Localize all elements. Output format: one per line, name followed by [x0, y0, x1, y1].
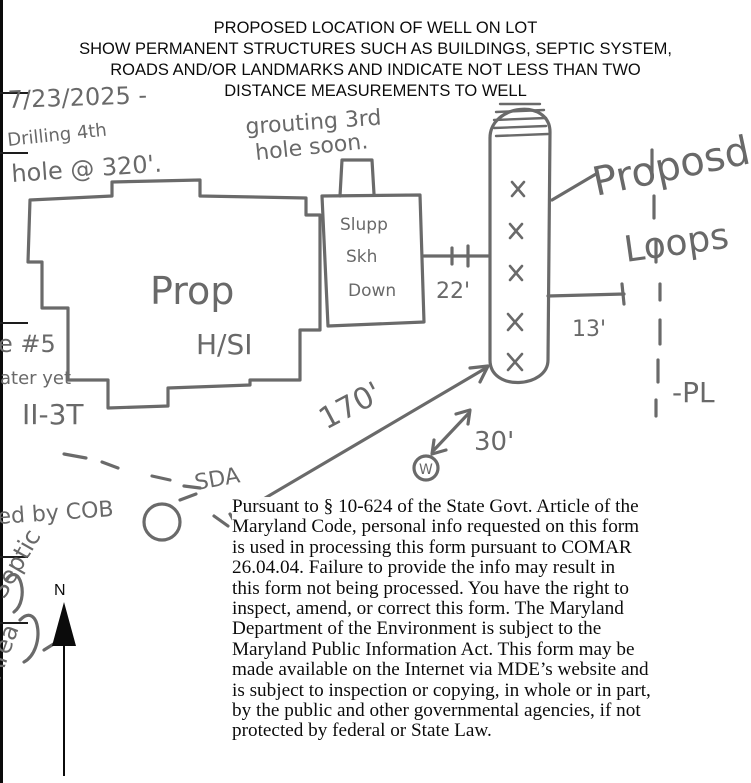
house-label-2: H/SI: [196, 328, 253, 361]
notice-line: Department of the Environment is subject…: [232, 618, 602, 640]
property-line-dashes: [650, 148, 662, 418]
edge-tick: [0, 92, 28, 94]
notice-line: this form not being processed. You have …: [232, 577, 630, 599]
left-note-6: Area: [0, 621, 25, 682]
garage-outline: [320, 193, 426, 328]
sda-label: SDA: [193, 463, 242, 496]
sda-dashes: [62, 452, 240, 530]
privacy-notice: Pursuant to § 10-624 of the State Govt. …: [232, 496, 747, 742]
header-line: ROADS AND/OR LANDMARKS AND INDICATE NOT …: [110, 61, 641, 79]
existing-well-circle: [412, 454, 440, 482]
dimension-line-30: [432, 412, 470, 452]
loop-cap-hatch: [492, 102, 550, 138]
hand-drilling-1: Drilling 4th: [6, 120, 107, 151]
loops-leader-line: [550, 172, 598, 202]
notice-line: Pursuant to § 10-624 of the State Govt. …: [232, 496, 639, 517]
header-line: PROPOSED LOCATION OF WELL ON LOT: [213, 19, 538, 37]
property-line-label: -PL: [672, 376, 715, 409]
left-note-3: II-3T: [22, 398, 84, 431]
dimension-line-22: [422, 244, 490, 268]
notice-line: 26.04.04. Failure to provide the info ma…: [232, 557, 616, 579]
form-header: PROPOSED LOCATION OF WELL ON LOT SHOW PE…: [0, 18, 751, 102]
well-circle-left: [142, 502, 182, 542]
notice-line: inspect, amend, or correct this form. Th…: [232, 598, 624, 620]
notice-line: is used in processing this form pursuant…: [232, 536, 632, 558]
dimension-line-13: [546, 282, 626, 306]
notice-line: protected by federal or State Law.: [232, 720, 492, 742]
notice-line: made available on the Internet via MDE’s…: [232, 659, 649, 681]
proposed-loops-label-2: Loops: [622, 216, 732, 271]
dimension-line-170: [236, 366, 488, 516]
notice-line: is subject to inspection or copying, in …: [232, 679, 651, 701]
left-note-2: ater yet: [0, 368, 71, 389]
garage-label-3: Down: [348, 281, 396, 301]
left-border-line: [0, 0, 3, 783]
notice-line: Maryland Public Information Act. This fo…: [232, 638, 635, 660]
notice-line: by the public and other governmental age…: [232, 700, 641, 722]
left-note-4: ed by COB: [0, 497, 114, 530]
header-line: SHOW PERMANENT STRUCTURES SUCH AS BUILDI…: [79, 40, 672, 58]
edge-tick: [0, 322, 28, 324]
proposed-loops-label-1: Proposd: [589, 128, 751, 206]
hand-date: 7/23/2025 -: [7, 81, 147, 114]
dimension-30-label: 30': [474, 427, 514, 457]
dimension-22-label: 22': [436, 279, 470, 304]
north-arrow: [52, 602, 76, 776]
loop-x-marks: [506, 180, 526, 372]
left-note-1: e #5: [0, 330, 56, 358]
edge-tick: [0, 622, 28, 624]
dimension-13-label: 13': [572, 317, 606, 342]
garage-label-2: Skh: [346, 247, 377, 267]
edge-tick: [0, 152, 28, 154]
garage-stoop: [338, 158, 376, 198]
well-marker-label: W: [419, 462, 433, 478]
header-line: DISTANCE MEASUREMENTS TO WELL: [224, 82, 527, 100]
loop-field-outline: [488, 107, 552, 385]
house-label-1: Prop: [150, 269, 234, 313]
proposed-house-outline: [26, 178, 322, 410]
dimension-170-label: 170': [313, 375, 387, 437]
north-label: N: [54, 582, 66, 599]
notice-line: Maryland Code, personal info requested o…: [232, 516, 640, 538]
garage-label-1: Slupp: [340, 215, 388, 235]
edge-tick: [0, 556, 28, 558]
